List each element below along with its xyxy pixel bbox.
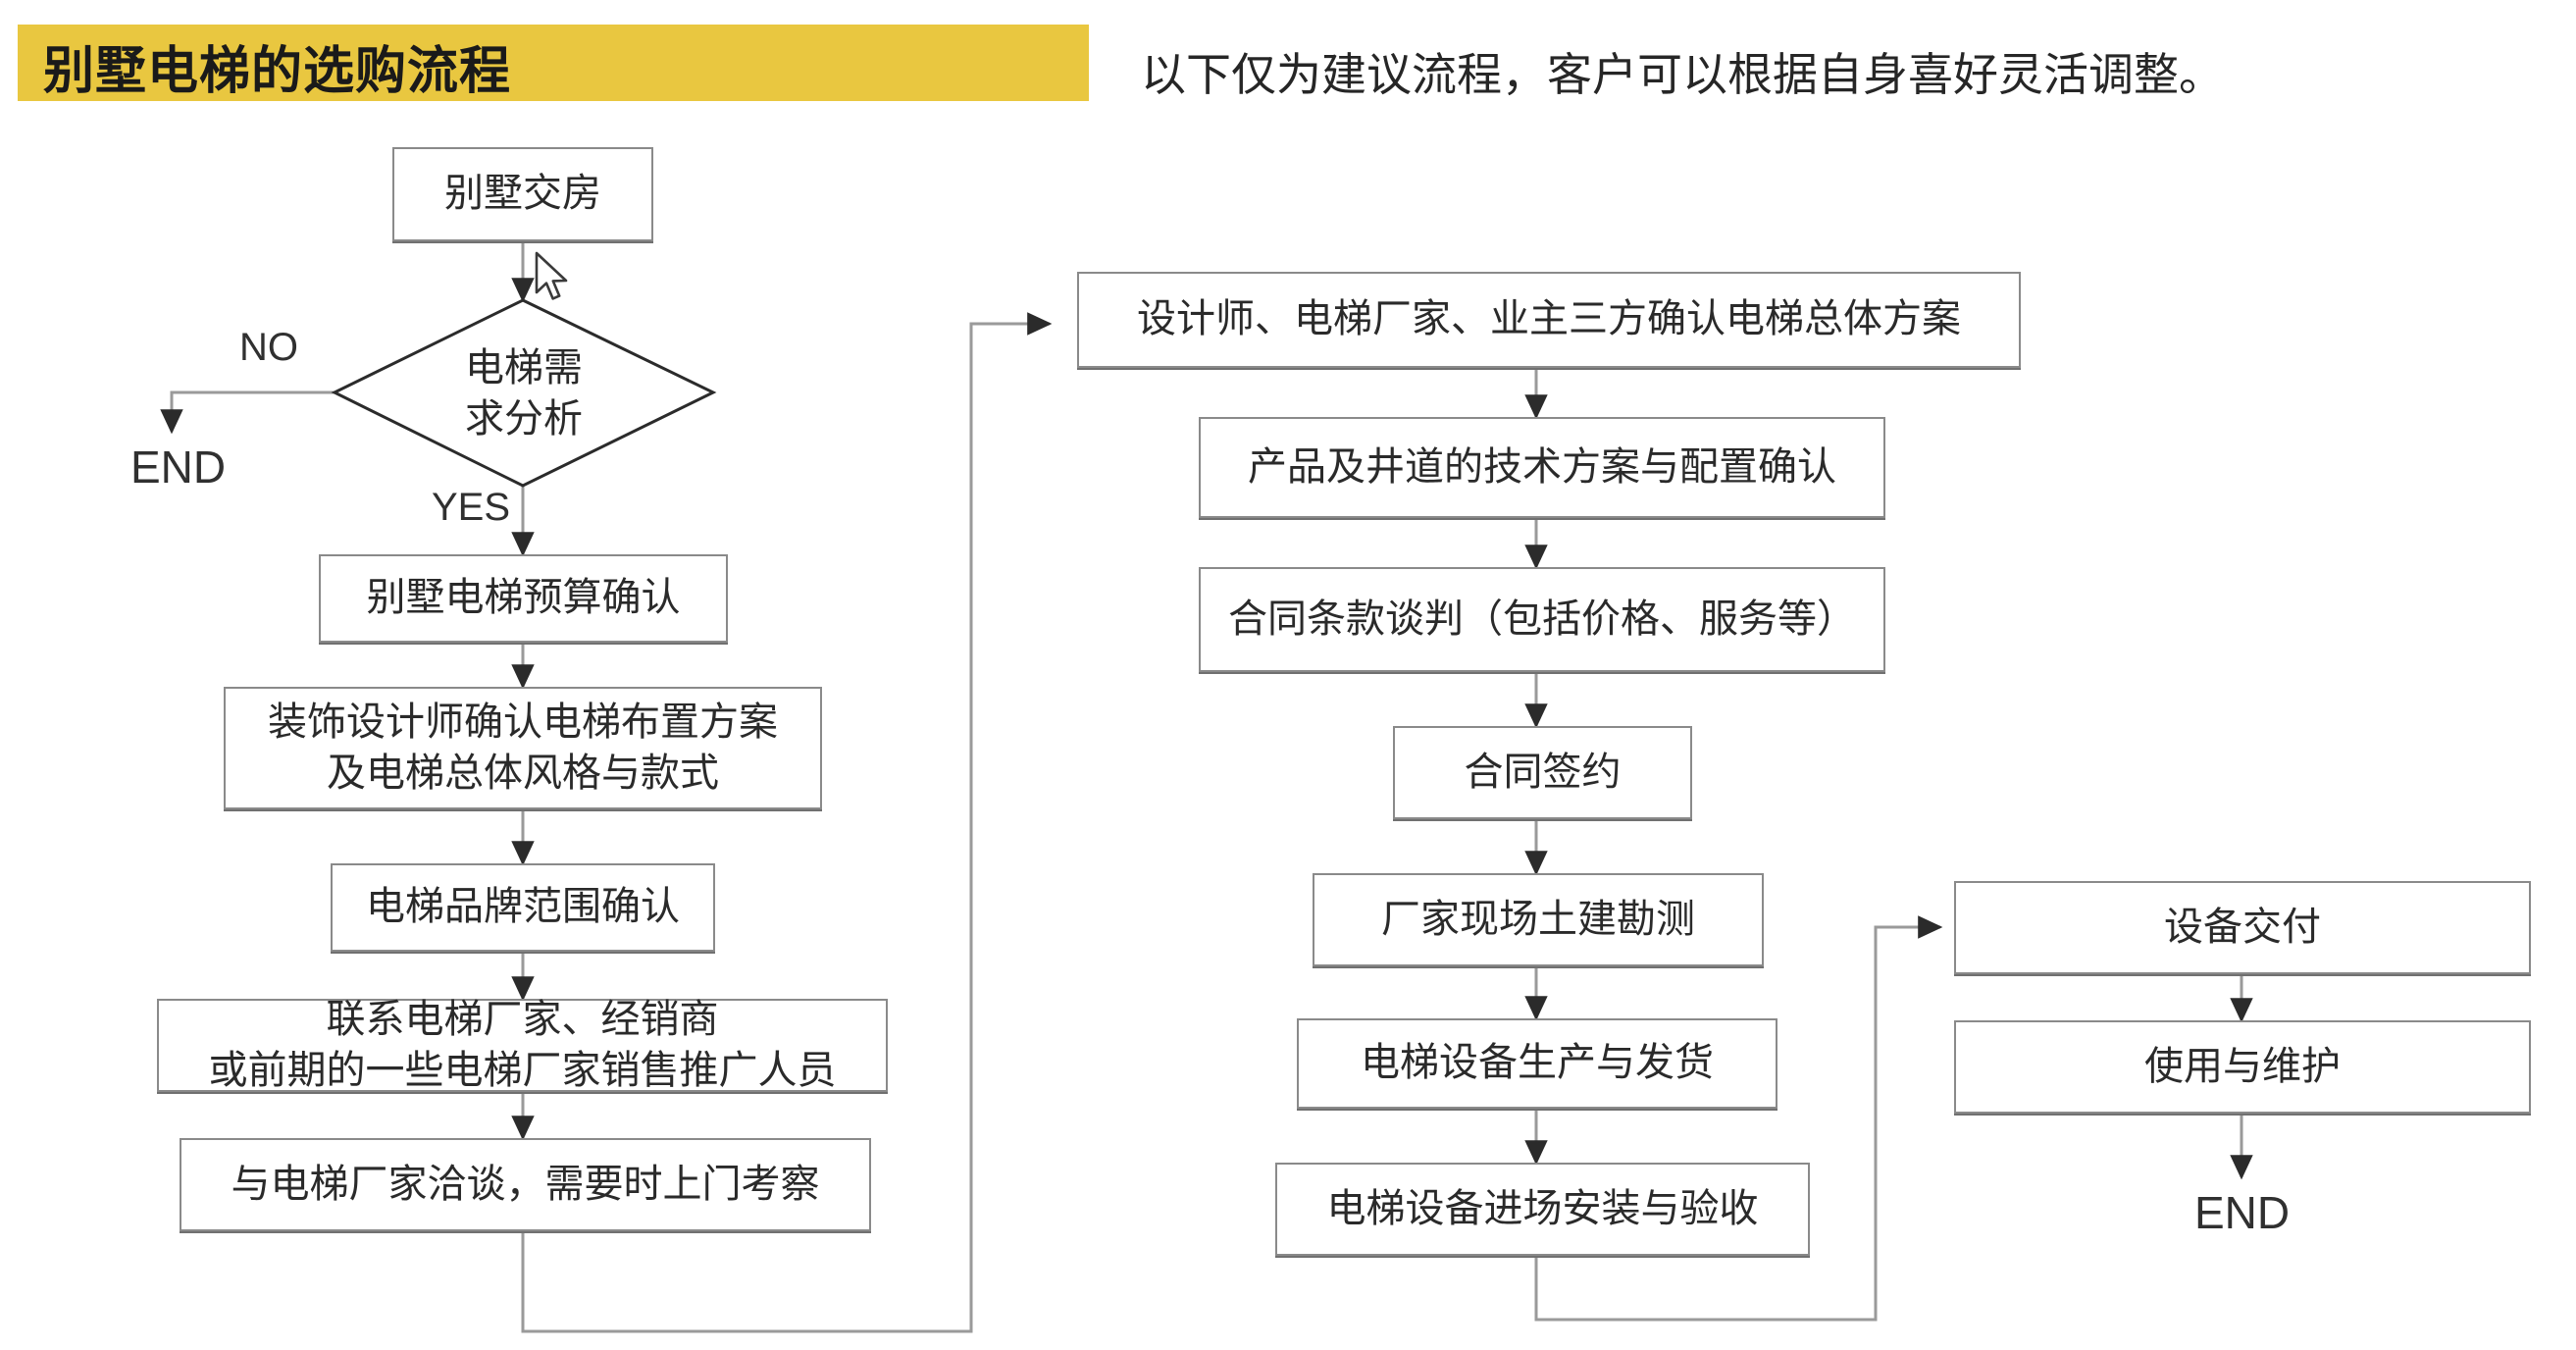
terminal-end-left: END: [130, 441, 227, 493]
node-label: 产品及井道的技术方案与配置确认: [1248, 444, 1836, 489]
node-install-acceptance[interactable]: 电梯设备进场安装与验收: [1275, 1163, 1810, 1256]
node-villa-handover[interactable]: 别墅交房: [392, 147, 653, 241]
node-budget-confirm[interactable]: 别墅电梯预算确认: [319, 554, 728, 643]
node-tech-config-confirm[interactable]: 产品及井道的技术方案与配置确认: [1199, 417, 1885, 518]
edge-decision-no-to-end: [160, 390, 335, 435]
node-label: 使用与维护: [2144, 1044, 2341, 1088]
title-highlight-bar: [18, 25, 1089, 101]
edge-install-to-delivery: [1534, 915, 1943, 1322]
node-site-survey[interactable]: 厂家现场土建勘测: [1313, 873, 1764, 966]
node-equipment-delivery[interactable]: 设备交付: [1954, 881, 2531, 974]
edge-negotiate-to-three-party: [521, 312, 1053, 1333]
node-production-shipping[interactable]: 电梯设备生产与发货: [1297, 1018, 1777, 1109]
page-title: 别墅电梯的选购流程: [43, 43, 512, 100]
node-label: 厂家现场土建勘测: [1381, 897, 1695, 941]
node-designer-layout[interactable]: 装饰设计师确认电梯布置方案 及电梯总体风格与款式: [224, 687, 822, 809]
node-label: 电梯设备生产与发货: [1361, 1041, 1714, 1085]
node-label: 电梯设备进场安装与验收: [1326, 1186, 1759, 1230]
node-label: 联系电梯厂家、经销商 或前期的一些电梯厂家销售推广人员: [208, 998, 837, 1092]
node-contract-signing[interactable]: 合同签约: [1393, 726, 1692, 819]
node-contact-makers[interactable]: 联系电梯厂家、经销商 或前期的一些电梯厂家销售推广人员: [157, 998, 888, 1092]
node-label: 别墅电梯预算确认: [366, 576, 681, 620]
node-label: 合同签约: [1464, 750, 1622, 794]
page-subtitle: 以下仅为建议流程，客户可以根据自身喜好灵活调整。: [1141, 49, 2224, 100]
node-label: 合同条款谈判（包括价格、服务等）: [1228, 597, 1856, 641]
node-elevator-demand-analysis[interactable]: 电梯需 求分析: [335, 300, 713, 487]
branch-label-no: NO: [239, 326, 298, 369]
node-brand-scope[interactable]: 电梯品牌范围确认: [331, 863, 715, 952]
node-label: 别墅交房: [444, 172, 601, 216]
node-label: 电梯品牌范围确认: [366, 885, 680, 929]
node-label: 设计师、电梯厂家、业主三方确认电梯总体方案: [1137, 297, 1961, 341]
node-use-maintenance[interactable]: 使用与维护: [1954, 1020, 2531, 1114]
node-label: 电梯需 求分析: [465, 346, 583, 441]
decision-diamond-shape: [331, 298, 717, 488]
node-negotiate-visit[interactable]: 与电梯厂家洽谈，需要时上门考察: [180, 1138, 871, 1231]
node-contract-negotiation[interactable]: 合同条款谈判（包括价格、服务等）: [1199, 567, 1885, 672]
branch-label-yes: YES: [432, 486, 511, 529]
node-three-party-confirm[interactable]: 设计师、电梯厂家、业主三方确认电梯总体方案: [1077, 272, 2021, 368]
node-label: 装饰设计师确认电梯布置方案 及电梯总体风格与款式: [268, 701, 778, 795]
terminal-end-right: END: [2194, 1187, 2291, 1238]
node-label: 设备交付: [2164, 905, 2321, 949]
node-label: 与电梯厂家洽谈，需要时上门考察: [231, 1162, 820, 1206]
